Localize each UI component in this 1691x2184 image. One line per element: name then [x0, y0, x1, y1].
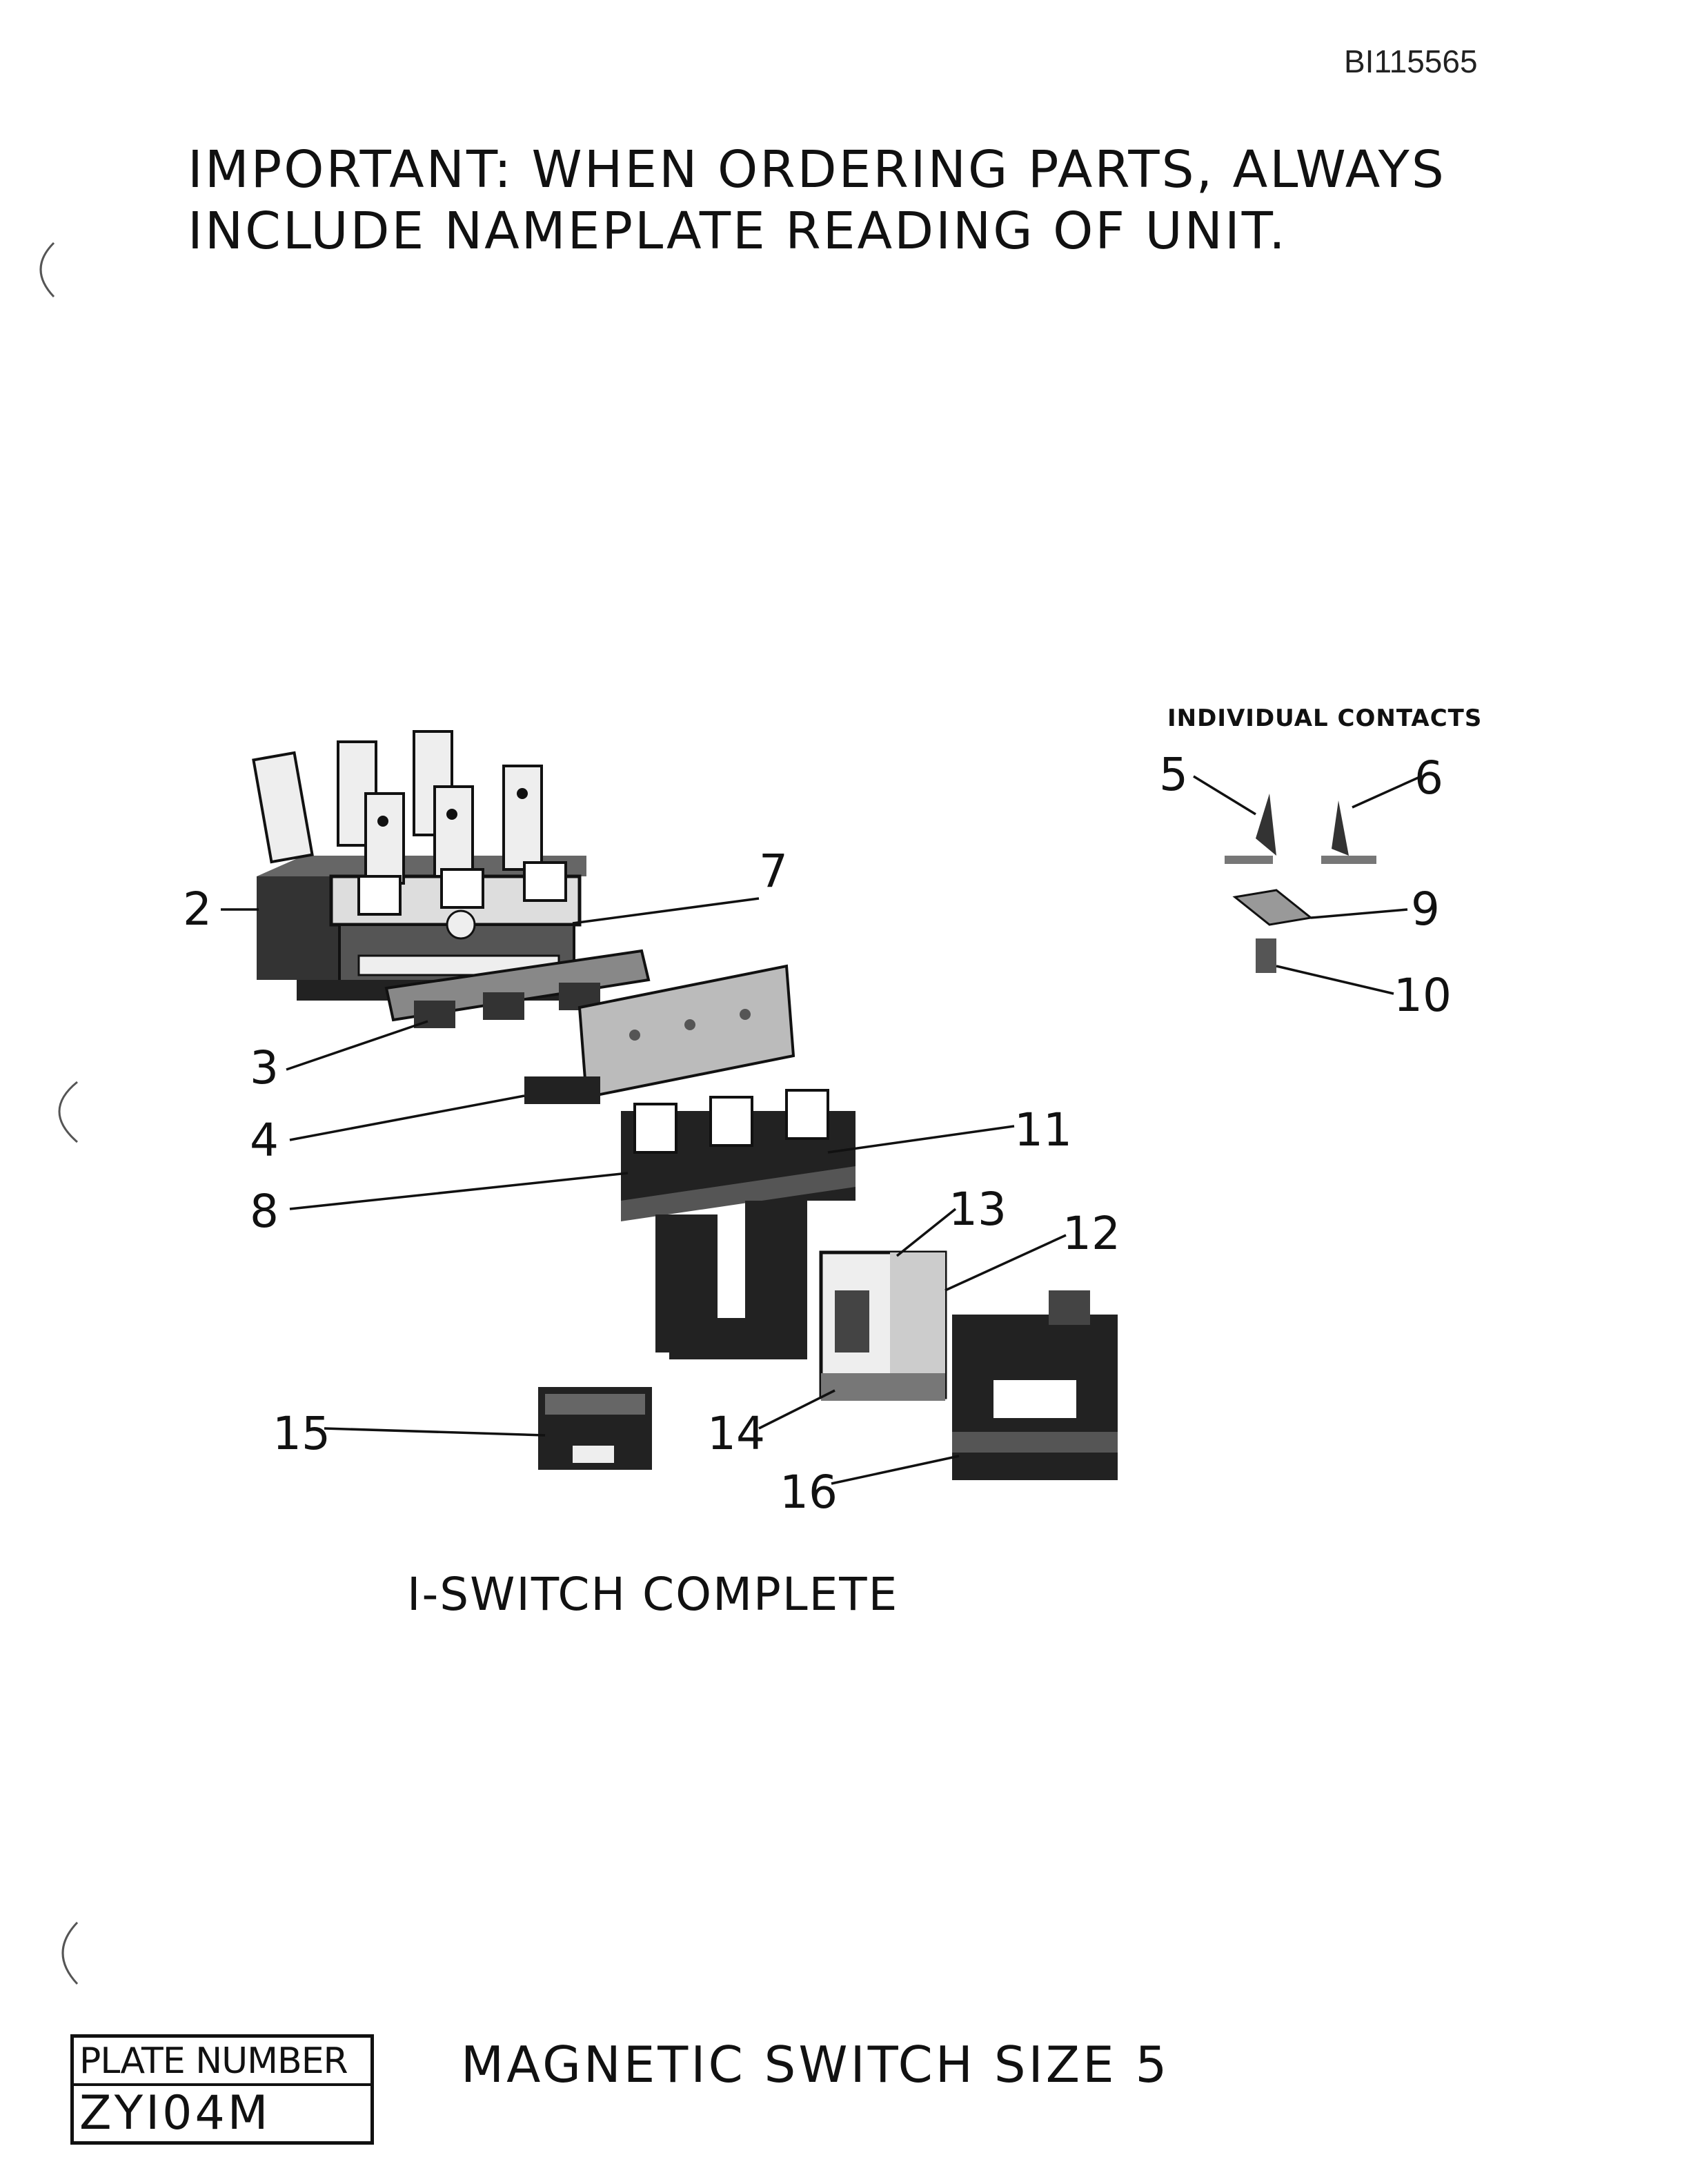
callout-12: 12 [1062, 1207, 1120, 1260]
part-4-arc-hood [524, 964, 795, 1104]
part-12-16-magnet-frame [952, 1290, 1118, 1480]
plate-number-label: PLATE NUMBER [79, 2040, 348, 2082]
callout-15: 15 [273, 1407, 330, 1460]
callout-3: 3 [250, 1041, 279, 1094]
callout-5: 5 [1159, 748, 1188, 801]
callout-8: 8 [250, 1185, 279, 1238]
callout-2: 2 [183, 883, 212, 936]
callout-13: 13 [949, 1183, 1007, 1236]
callout-7: 7 [759, 845, 788, 898]
diagram-caption: I-SWITCH COMPLETE [407, 1568, 899, 1621]
plate-number-box: PLATE NUMBER ZYI04M [70, 2034, 374, 2145]
part-13-14-armature [819, 1250, 947, 1401]
ordering-notice-line-2: INCLUDE NAMEPLATE READING OF UNIT. [188, 201, 1287, 261]
callout-11: 11 [1014, 1103, 1072, 1157]
document-title: MAGNETIC SWITCH SIZE 5 [461, 2036, 1170, 2094]
callout-9: 9 [1411, 883, 1440, 936]
callout-4: 4 [250, 1114, 279, 1167]
individual-contacts-parts [1225, 794, 1376, 973]
plate-box-divider [74, 2083, 370, 2086]
callout-leader-lines [221, 775, 1422, 1485]
callout-10: 10 [1394, 969, 1452, 1022]
part-15-auxiliary-contact [538, 1387, 652, 1470]
individual-contacts-label: INDIVIDUAL CONTACTS [1167, 705, 1483, 732]
callout-16: 16 [780, 1466, 838, 1519]
part-2-terminal-block [252, 730, 586, 1001]
part-8-11-base-assembly [621, 1089, 856, 1359]
callout-14: 14 [707, 1407, 765, 1460]
callout-6: 6 [1414, 751, 1443, 805]
ordering-notice-line-1: IMPORTANT: WHEN ORDERING PARTS, ALWAYS [188, 140, 1446, 199]
plate-number-value: ZYI04M [79, 2086, 271, 2141]
document-id: BI115565 [1344, 43, 1478, 79]
